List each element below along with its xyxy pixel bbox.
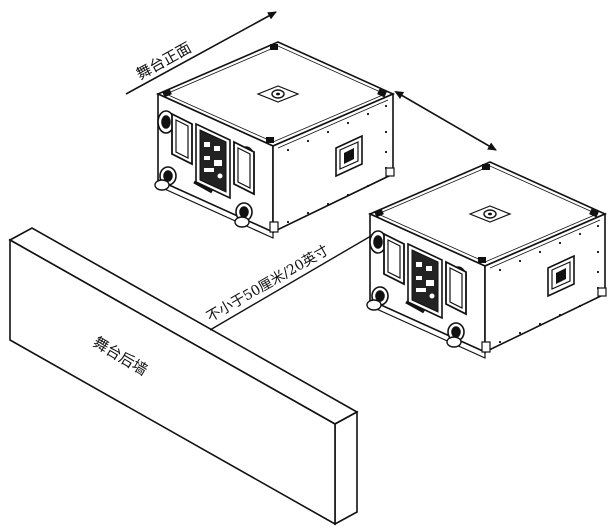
speaker-cabinet-icon [153,40,396,240]
min-distance-label: 不小于50厘米/20英寸 [204,242,332,326]
min-distance-line [209,225,389,331]
wall-icon [8,227,359,526]
stage-front-arrow [125,11,277,95]
speaker-cabinet-icon [365,160,608,360]
spacing-arrow [394,90,497,151]
